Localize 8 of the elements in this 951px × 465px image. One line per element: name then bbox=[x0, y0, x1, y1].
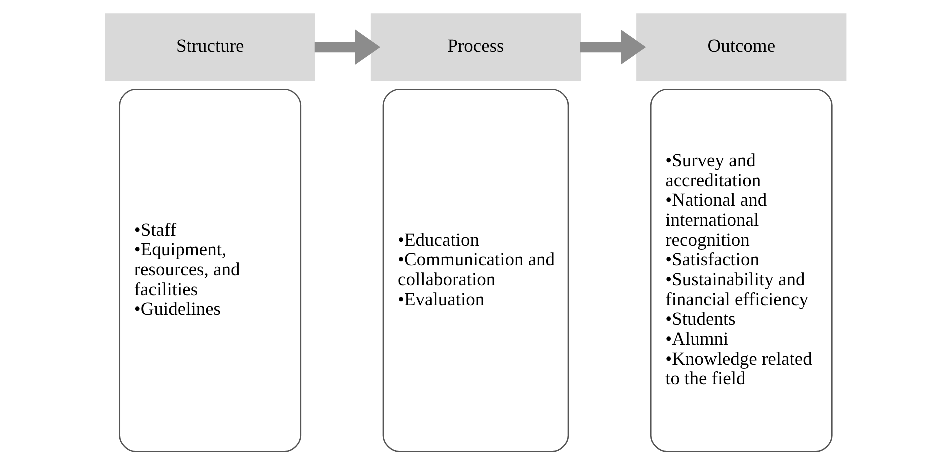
node-box: Structure bbox=[104, 13, 315, 81]
node-box: Process bbox=[370, 13, 581, 81]
node-box: •Survey and accreditation •National and international recognition •Satisfaction •Sustainability and financial efficiency •Students •Alumni •Knowledge related to the field bbox=[650, 88, 832, 452]
node-box: •Staff •Equipment, resources, and facilities •Guidelines bbox=[118, 88, 302, 452]
node-box: Outcome bbox=[636, 13, 846, 81]
arrow bbox=[314, 29, 380, 64]
node-box: •Education •Communication and collaboration •Evaluation bbox=[382, 88, 569, 452]
arrow bbox=[580, 29, 646, 64]
